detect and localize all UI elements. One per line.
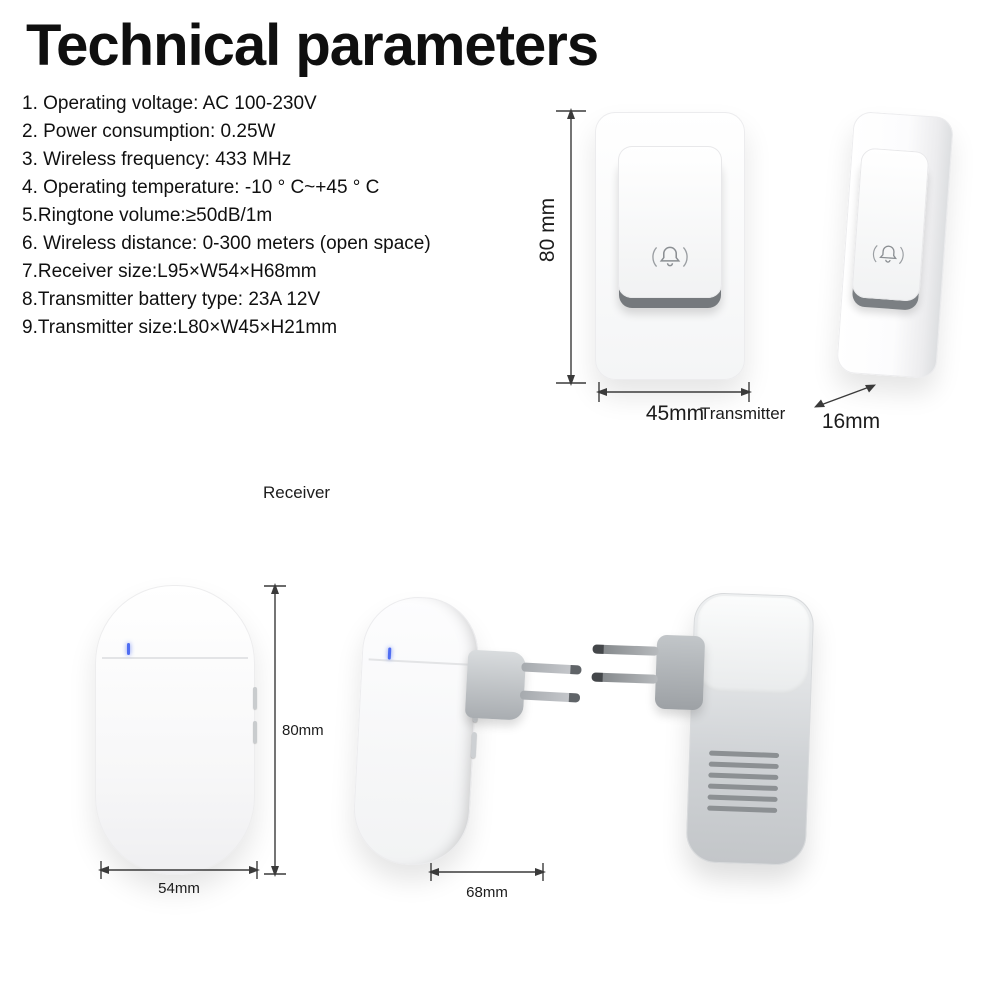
spec-item: 6. Wireless distance: 0-300 meters (open… <box>22 233 431 254</box>
dimension-label-transmitter-height: 80 mm <box>536 197 559 263</box>
eu-plug-base <box>464 649 527 721</box>
dimension-line-transmitter-width <box>596 382 752 402</box>
receiver-top-cap <box>695 595 811 695</box>
melody-button <box>253 721 257 743</box>
spec-item: 8.Transmitter battery type: 23A 12V <box>22 289 321 310</box>
spec-list: 1. Operating voltage: AC 100-230V 2. Pow… <box>22 90 431 342</box>
transmitter-caption: Transmitter <box>700 404 786 423</box>
speaker-slot <box>707 783 779 792</box>
plug-pin <box>521 662 582 675</box>
case-seam-line <box>102 657 248 659</box>
spec-item: 3. Wireless frequency: 433 MHz <box>22 149 292 170</box>
receiver-front-view <box>95 585 257 875</box>
dimension-label-transmitter-depth: 16mm <box>821 410 881 433</box>
page-title: Technical parameters <box>26 13 599 78</box>
led-indicator <box>387 647 392 660</box>
doorbell-push-button <box>618 146 722 298</box>
receiver-angled-view <box>351 594 582 868</box>
bell-icon <box>872 245 904 265</box>
dimension-label-receiver-depth: 68mm <box>466 884 508 901</box>
speaker-slot <box>707 805 778 813</box>
eu-plug-base <box>654 634 706 711</box>
dimension-line-receiver-height <box>264 583 286 877</box>
speaker-slot <box>708 761 779 770</box>
dimension-label-transmitter-width: 45mm <box>645 402 705 425</box>
spec-item: 7.Receiver size:L95×W54×H68mm <box>22 261 317 282</box>
plug-pin <box>519 690 581 703</box>
led-indicator <box>127 643 130 655</box>
transmitter-front-view <box>595 112 745 380</box>
dimension-line-receiver-depth <box>428 863 546 881</box>
spec-item: 4. Operating temperature: -10 ° C~+45 ° … <box>22 177 380 198</box>
transmitter-side-view <box>835 110 955 380</box>
dimension-line-receiver-width <box>98 861 260 879</box>
spec-item: 2. Power consumption: 0.25W <box>22 121 276 142</box>
plug-pin <box>591 672 658 684</box>
case-seam-line <box>368 658 471 666</box>
speaker-slot <box>707 794 778 803</box>
speaker-grille <box>707 750 780 819</box>
dimension-line-transmitter-depth <box>814 384 876 408</box>
spec-item: 5.Ringtone volume:≥50dB/1m <box>22 205 273 226</box>
volume-button <box>253 687 257 709</box>
spec-item: 1. Operating voltage: AC 100-230V <box>22 93 317 114</box>
receiver-caption: Receiver <box>263 483 331 502</box>
plug-pin <box>592 644 659 656</box>
speaker-slot <box>708 772 779 781</box>
doorbell-push-button <box>851 147 930 302</box>
receiver-rear-view <box>591 591 815 867</box>
speaker-slot <box>709 750 780 759</box>
bell-icon <box>652 246 688 268</box>
melody-button <box>470 731 478 759</box>
dimension-label-receiver-height: 80mm <box>282 722 324 739</box>
spec-item: 9.Transmitter size:L80×W45×H21mm <box>22 317 338 338</box>
dimension-line-transmitter-height <box>556 108 586 386</box>
dimension-label-receiver-width: 54mm <box>158 880 200 897</box>
